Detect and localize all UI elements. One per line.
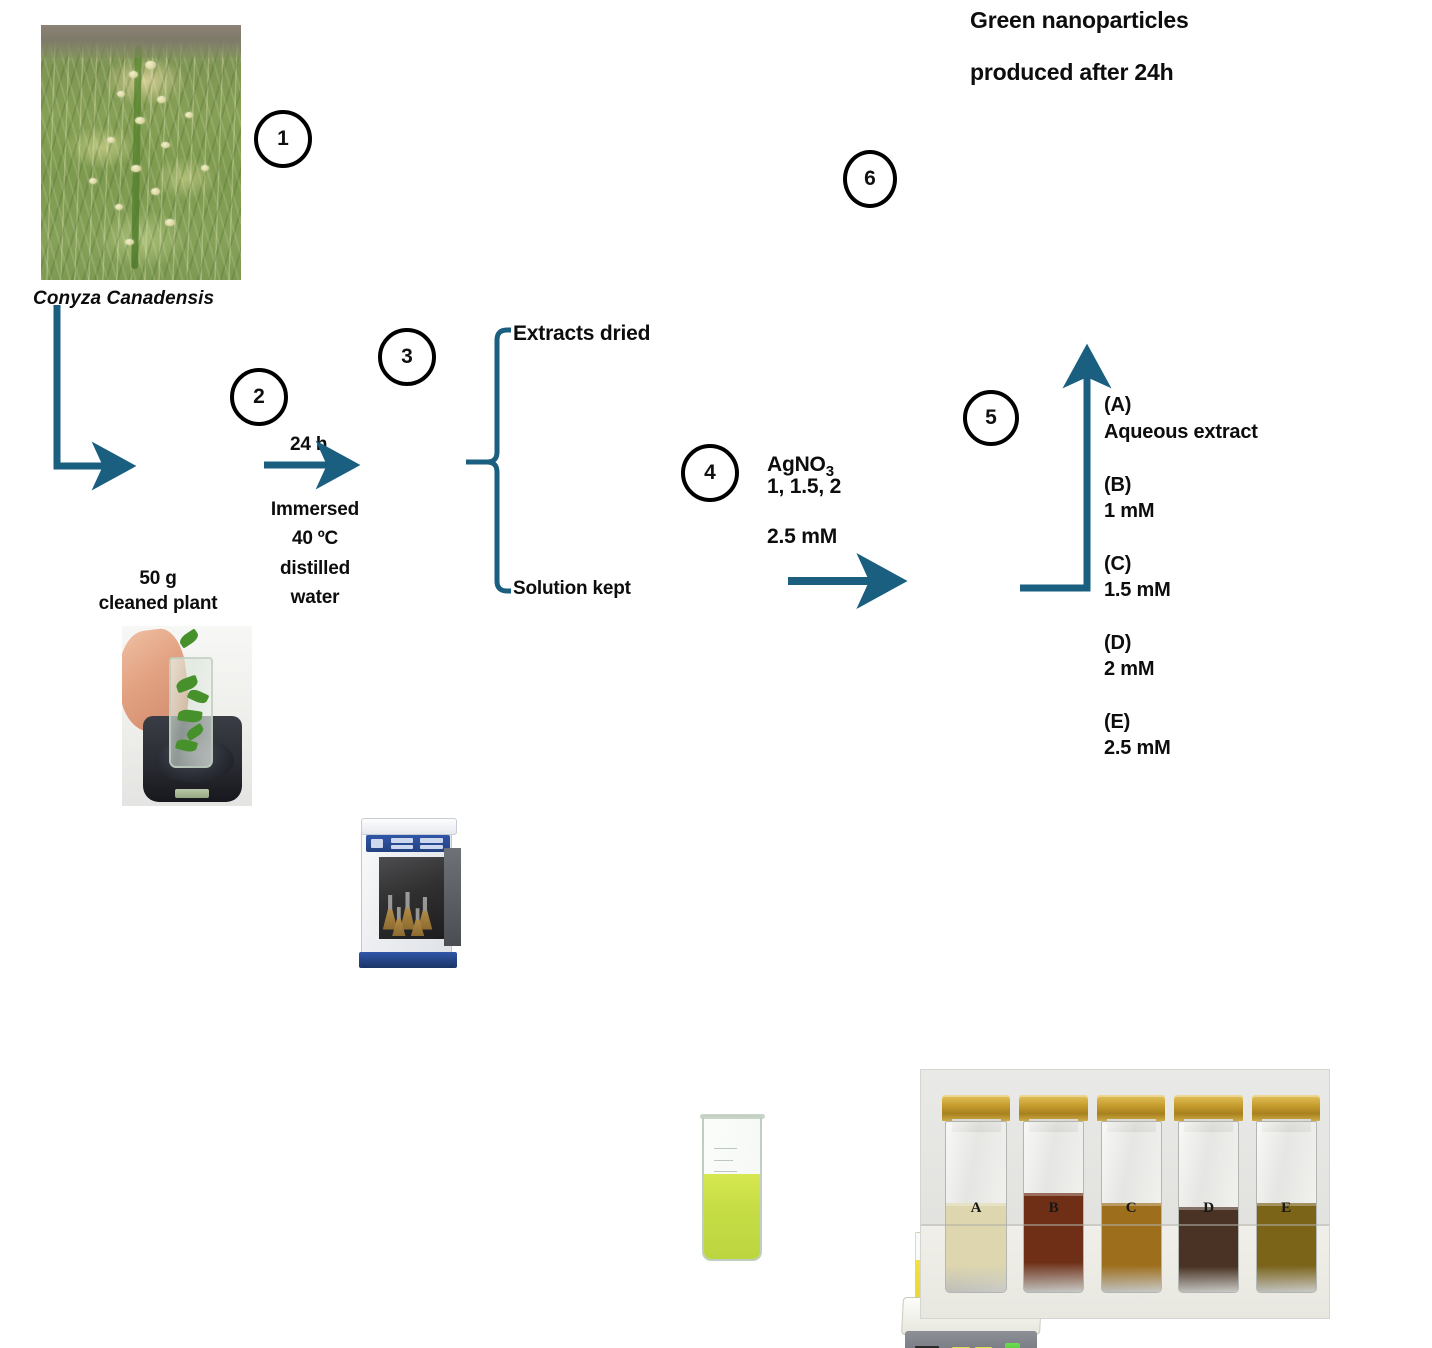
incubator-top (361, 817, 457, 836)
vial-glass: A (945, 1120, 1007, 1294)
extract-beaker-photo (690, 1109, 778, 1267)
vials-photo: A B C D E (920, 1069, 1330, 1319)
stirrer-power-button[interactable] (1005, 1343, 1020, 1348)
weighing-photo (122, 626, 252, 806)
product-heading-line1: Green nanoparticles (970, 7, 1189, 33)
reagent-compound: AgNO3 (767, 423, 834, 482)
vial-a: A (941, 1094, 1011, 1294)
legend-key: (C) (1104, 552, 1132, 575)
step-number-4: 4 (704, 461, 716, 484)
vial-glass: C (1100, 1120, 1162, 1294)
incubator-photo (355, 813, 463, 971)
vial-cap (1019, 1094, 1088, 1121)
vial-cap (1096, 1094, 1166, 1121)
legend-item: (B) 1 mM (1104, 445, 1424, 524)
reagent-compound-text: AgNO (767, 452, 826, 476)
step-circle-1: 1 (254, 110, 312, 168)
vial-label: C (1125, 1200, 1137, 1217)
legend-item: (C) 1.5 mM (1104, 524, 1424, 603)
step-circle-6: 6 (843, 150, 897, 208)
step-circle-2: 2 (230, 368, 288, 426)
vial-label: A (970, 1200, 982, 1217)
bracket-body-lower (486, 459, 511, 594)
step-number-1: 1 (277, 127, 289, 150)
vial-glass: D (1178, 1120, 1240, 1294)
beaker-lip (699, 1113, 765, 1119)
branch-label-solution-kept: Solution kept (513, 578, 631, 599)
vial-glass: B (1023, 1120, 1085, 1294)
legend-key: (A) (1104, 394, 1132, 417)
reagent-concentrations-1: 1, 1.5, 2 (767, 475, 842, 498)
plant-photo (41, 25, 241, 280)
legend-text: 1.5 mM (1104, 579, 1171, 602)
beaker-liquid (704, 1173, 761, 1260)
plant-caption: Conyza Canadensis (33, 288, 215, 309)
step-number-2: 2 (253, 385, 265, 408)
incubator-control-panel (365, 835, 451, 853)
incubator-base (359, 952, 457, 968)
bracket-body (486, 327, 511, 465)
step-number-3: 3 (401, 345, 413, 368)
step-circle-4: 4 (681, 444, 739, 502)
vial-cap (941, 1094, 1011, 1121)
step-number-6: 6 (864, 167, 876, 190)
arrow-plant-to-weighing (53, 305, 137, 491)
legend: (A) Aqueous extract (B) 1 mM (C) 1.5 mM … (1104, 366, 1424, 762)
legend-text: 2 mM (1104, 658, 1155, 681)
legend-item: (A) Aqueous extract (1104, 366, 1424, 445)
vial-label: B (1048, 1200, 1059, 1217)
vial-cap (1251, 1094, 1321, 1121)
vial-label: E (1281, 1200, 1292, 1217)
incubator-chamber (378, 857, 446, 940)
arrow-stirrer-to-vials (1020, 343, 1112, 592)
vial-liquid (1179, 1206, 1239, 1293)
vial-d: D (1174, 1094, 1243, 1294)
vial-label: D (1203, 1200, 1215, 1217)
plant-stem (131, 45, 142, 270)
weighing-caption: 50 g cleaned plant (98, 568, 218, 615)
step-circle-5: 5 (963, 390, 1019, 446)
vial-e: E (1251, 1094, 1321, 1294)
reagent-concentrations-2: 2.5 mM (767, 525, 837, 548)
step-circle-3: 3 (378, 328, 436, 386)
legend-text: 1 mM (1104, 499, 1155, 522)
product-heading-line2: produced after 24h (970, 59, 1174, 85)
scale-display (175, 788, 209, 799)
legend-key: (E) (1104, 711, 1131, 734)
step-number-5: 5 (985, 406, 997, 429)
legend-text: 2.5 mM (1104, 737, 1171, 760)
branch-label-extracts-dried: Extracts dried (513, 322, 651, 345)
vial-cap (1174, 1094, 1243, 1121)
legend-text: Aqueous extract (1104, 420, 1258, 443)
vial-glass: E (1255, 1120, 1317, 1294)
sample-jar (168, 656, 213, 769)
legend-item: (D) 2 mM (1104, 604, 1424, 683)
immersion-conditions: Immersed 40 ­ºC distilled water (270, 499, 360, 609)
legend-item: (E) 2.5 mM (1104, 683, 1424, 762)
stirrer-body (904, 1330, 1037, 1348)
vial-c: C (1096, 1094, 1166, 1294)
legend-key: (B) (1104, 473, 1132, 496)
vial-b: B (1019, 1094, 1088, 1294)
immersion-duration: 24 h (290, 434, 328, 455)
incubator-door (443, 847, 461, 946)
legend-key: (D) (1104, 631, 1132, 654)
reagent-compound-subscript: 3 (825, 462, 834, 480)
